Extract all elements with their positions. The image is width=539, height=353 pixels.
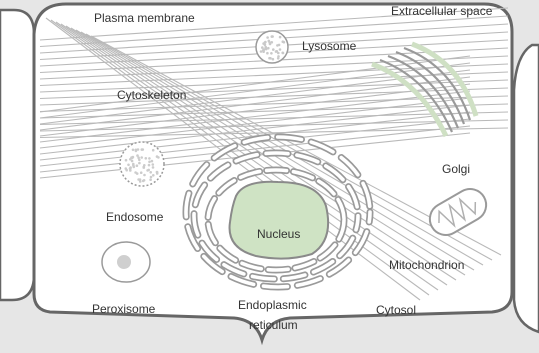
label-mitochondrion: Mitochondrion xyxy=(389,258,464,272)
neighbor-cell-left xyxy=(0,10,34,300)
lysosome xyxy=(256,31,288,63)
endosome xyxy=(120,142,164,186)
label-nucleus: Nucleus xyxy=(257,227,300,241)
label-cytoskeleton: Cytoskeleton xyxy=(117,88,186,102)
label-endoplasmic-reticulum-line1: Endoplasmic xyxy=(238,298,307,312)
label-lysosome: Lysosome xyxy=(302,39,356,53)
label-endosome: Endosome xyxy=(106,210,163,224)
label-golgi: Golgi xyxy=(442,162,470,176)
label-cytosol: Cytosol xyxy=(376,303,416,317)
label-extracellular-space: Extracellular space xyxy=(391,4,492,18)
peroxisome xyxy=(102,242,150,282)
label-peroxisome: Peroxisome xyxy=(92,302,155,316)
label-plasma-membrane: Plasma membrane xyxy=(94,11,195,25)
label-endoplasmic-reticulum-line2: reticulum xyxy=(249,318,298,332)
neighbor-cell-right xyxy=(514,45,539,332)
nucleus xyxy=(230,182,329,259)
